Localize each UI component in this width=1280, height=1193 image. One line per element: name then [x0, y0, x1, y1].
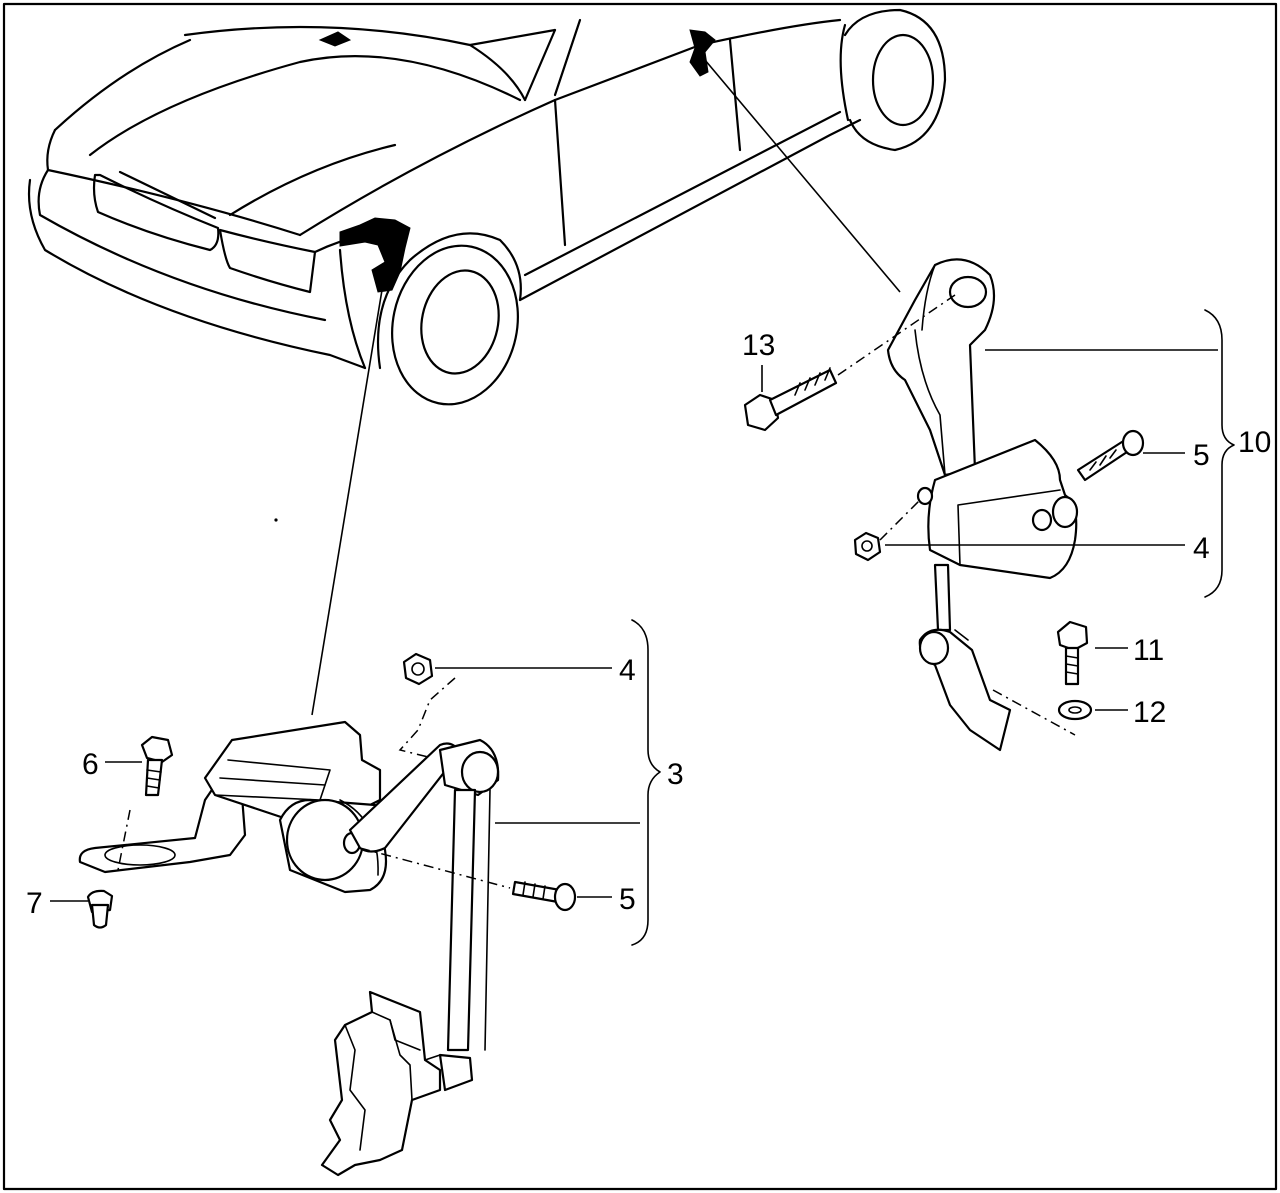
callout-3: 3 [667, 758, 684, 791]
bolt-13-icon [743, 367, 838, 432]
rear-level-sensor [704, 59, 1145, 752]
callout-4-left: 4 [619, 654, 636, 687]
bolt-5-left-icon [511, 880, 577, 912]
callout-4-right: 4 [1193, 532, 1210, 565]
bolt-7-icon [86, 889, 114, 929]
callout-13: 13 [742, 329, 775, 362]
left-leaders [50, 619, 661, 946]
bolt-11-icon [1056, 620, 1089, 686]
callout-5-right: 5 [1193, 439, 1210, 472]
right-leaders [761, 309, 1235, 711]
bolt-5-right-icon [1076, 429, 1145, 482]
callout-7: 7 [26, 887, 43, 920]
callout-11: 11 [1133, 634, 1164, 667]
callout-labels: 13 10 5 4 11 12 4 3 6 5 7 [26, 329, 1271, 920]
callout-6: 6 [82, 748, 99, 781]
nut-4-right-icon [853, 531, 882, 562]
callout-12: 12 [1133, 696, 1166, 729]
nut-4-left-icon [402, 652, 434, 686]
bolt-6-icon [140, 735, 174, 797]
callout-10: 10 [1238, 426, 1271, 459]
callout-5-left: 5 [619, 883, 636, 916]
front-level-sensor [78, 289, 577, 1177]
washer-12-icon [1057, 699, 1093, 721]
speck [274, 518, 278, 522]
car-outline [27, 8, 947, 406]
